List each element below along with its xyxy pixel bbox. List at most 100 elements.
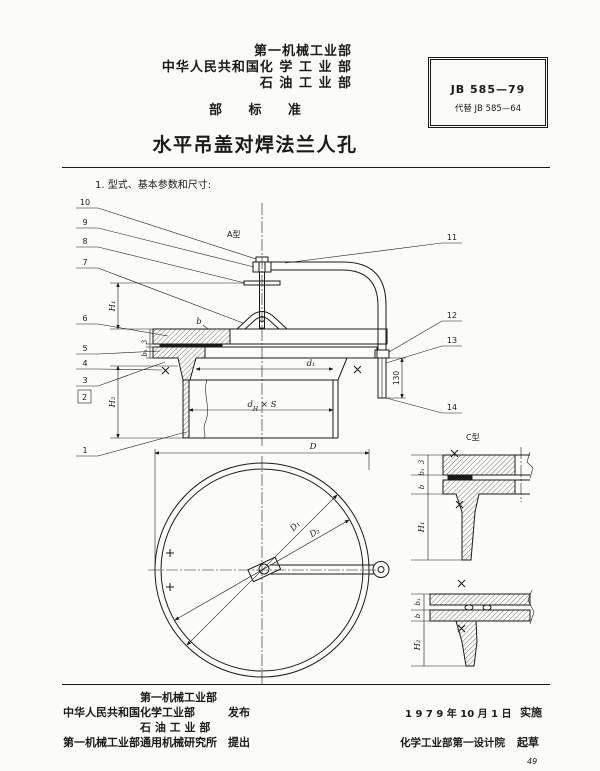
dim-pipe-base: d bbox=[247, 400, 253, 410]
dim-pipe-sub: H bbox=[252, 406, 259, 413]
part-number: 9 bbox=[82, 218, 87, 227]
issuer-line-1: 第一机械工业部 bbox=[140, 691, 217, 704]
plan-view: D D₁ D₂ bbox=[148, 442, 390, 685]
part-number: 14 bbox=[447, 403, 457, 412]
elevation-view: A型 bbox=[76, 198, 462, 457]
detail-gasket bbox=[464, 604, 474, 611]
leader-line bbox=[76, 227, 255, 268]
bolt-hole-mark bbox=[166, 583, 174, 591]
dim-D1-label: D₁ bbox=[288, 519, 303, 534]
part-number: 11 bbox=[447, 233, 457, 242]
flange-outer-circle bbox=[154, 462, 370, 678]
page-number: 49 bbox=[527, 757, 538, 766]
weld-mark bbox=[161, 366, 170, 375]
leader-line bbox=[76, 207, 257, 260]
pipe-wall-section bbox=[182, 379, 190, 439]
detail-gap-label: 3 bbox=[418, 459, 426, 464]
bolt-hole-mark bbox=[166, 549, 174, 557]
detail-h2-label: H₂ bbox=[413, 639, 423, 651]
type-a-label: A型 bbox=[227, 230, 240, 239]
ministry-line-2: 中华人民共和国化 学 工 业 部 bbox=[161, 60, 352, 75]
leader-line bbox=[76, 323, 169, 337]
lug-pin bbox=[259, 316, 265, 322]
plan-nut bbox=[258, 563, 270, 575]
dim-D2-label: D₂ bbox=[307, 526, 322, 541]
type-c-label: C型 bbox=[466, 433, 480, 442]
leader-line bbox=[284, 242, 462, 264]
dim-D2 bbox=[175, 520, 349, 620]
break-line bbox=[203, 379, 208, 439]
swing-bolt bbox=[259, 271, 265, 329]
detail-flange-section bbox=[442, 479, 516, 561]
footer-rule bbox=[62, 684, 550, 685]
detail-neck-section bbox=[455, 620, 478, 667]
proposer-name: 第一机械工业部通用机械研究所 bbox=[63, 736, 217, 749]
dim-pipe-label: dH × S bbox=[247, 400, 276, 413]
hinge-eye bbox=[372, 561, 390, 578]
ministry-line-3: 石 油 工 业 部 bbox=[259, 76, 352, 91]
break-line bbox=[527, 589, 535, 625]
part-number: 10 bbox=[80, 198, 90, 207]
detail-b1-label: b₁ bbox=[414, 598, 422, 605]
detail-type-c: C型 3 b₁ b H₁ bbox=[411, 433, 534, 561]
issue-label: 发布 bbox=[228, 706, 250, 719]
leader-line bbox=[388, 320, 462, 353]
detail-b1-label: b₁ bbox=[418, 468, 426, 475]
weld-mark bbox=[457, 624, 466, 633]
part-number: 2 bbox=[82, 393, 87, 402]
leader-line bbox=[76, 350, 161, 355]
weld-mark bbox=[455, 500, 464, 509]
draft-label: 起草 bbox=[517, 736, 539, 749]
detail-gasket bbox=[447, 475, 473, 480]
hinge-arm-outer bbox=[271, 261, 387, 350]
detail-flange-section bbox=[429, 609, 531, 622]
detail-h1-label: H₁ bbox=[417, 522, 427, 534]
part-leaders-left: 10 9 8 7 6 5 4 3 2 1 bbox=[76, 198, 257, 457]
dim-pipe-rest: × S bbox=[258, 400, 277, 410]
detail-gasket bbox=[482, 604, 492, 611]
part-number: 6 bbox=[82, 314, 87, 323]
weld-mark bbox=[450, 449, 459, 458]
part-number: 12 bbox=[447, 311, 457, 320]
hinge-arm-inner bbox=[271, 269, 379, 350]
dim-b1-label: b₁ bbox=[141, 349, 149, 356]
part-number: 8 bbox=[82, 237, 87, 246]
part-leaders-right: 11 12 13 14 bbox=[284, 233, 462, 414]
hinge-eye-hole bbox=[377, 566, 385, 573]
leader-line bbox=[76, 431, 187, 457]
dim-gap-label: 3 bbox=[141, 339, 149, 344]
dim-pin-height-label: 130 bbox=[392, 371, 401, 386]
bolt-lug bbox=[236, 311, 288, 330]
document-title: 水平吊盖对焊法兰人孔 bbox=[152, 134, 358, 156]
neck-edge bbox=[337, 357, 348, 381]
issuer-line-3: 石 油 工 业 部 bbox=[140, 721, 211, 734]
leader-line bbox=[76, 361, 166, 387]
dim-b-label: b bbox=[196, 317, 201, 327]
weld-mark bbox=[457, 579, 466, 588]
detail-cover-section bbox=[442, 454, 516, 476]
cover-plate bbox=[229, 328, 388, 345]
part-number: 13 bbox=[447, 336, 457, 345]
effective-label: 实施 bbox=[520, 706, 542, 719]
leader-line bbox=[385, 397, 462, 414]
part-number: 7 bbox=[82, 258, 87, 267]
issuer-line-2: 中华人民共和国化学工业部 bbox=[63, 706, 195, 719]
standard-type: 部 标 准 bbox=[208, 103, 302, 118]
part-number: 3 bbox=[82, 376, 87, 385]
replaces-code: 代替 JB 585—64 bbox=[454, 104, 522, 114]
ministry-line-1: 第一机械工业部 bbox=[253, 44, 352, 59]
dim-D-label: D bbox=[309, 442, 317, 452]
plan-handle bbox=[247, 556, 282, 583]
cover-section bbox=[152, 328, 231, 345]
drafter-name: 化学工业部第一设计院 bbox=[400, 737, 505, 749]
standard-code: JB 585—79 bbox=[450, 83, 526, 96]
dim-h2-label: H₂ bbox=[108, 396, 118, 408]
leader-line bbox=[76, 267, 244, 324]
weld-mark bbox=[353, 365, 362, 374]
break-line bbox=[526, 451, 534, 479]
detail-cover-section bbox=[429, 593, 531, 606]
part-number: 4 bbox=[82, 359, 87, 368]
propose-label: 提出 bbox=[228, 736, 250, 749]
part-number: 5 bbox=[82, 344, 87, 353]
